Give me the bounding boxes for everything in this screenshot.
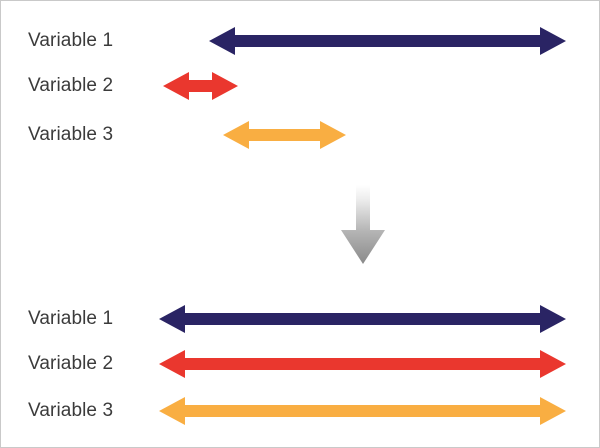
bottom-arrow-variable-2	[159, 350, 566, 378]
bottom-label-variable-1: Variable 1	[28, 308, 114, 329]
top-arrow-variable-2	[163, 72, 238, 100]
top-label-variable-2: Variable 2	[28, 75, 114, 96]
top-label-variable-1: Variable 1	[28, 30, 114, 51]
top-arrow-variable-3	[223, 121, 346, 149]
bottom-label-variable-2: Variable 2	[28, 353, 114, 374]
top-label-variable-3: Variable 3	[28, 124, 114, 145]
transition-down-arrow	[341, 185, 385, 264]
top-arrow-variable-1	[209, 27, 566, 55]
bottom-arrow-variable-3	[159, 397, 566, 425]
bottom-arrow-variable-1	[159, 305, 566, 333]
bottom-label-variable-3: Variable 3	[28, 400, 114, 421]
